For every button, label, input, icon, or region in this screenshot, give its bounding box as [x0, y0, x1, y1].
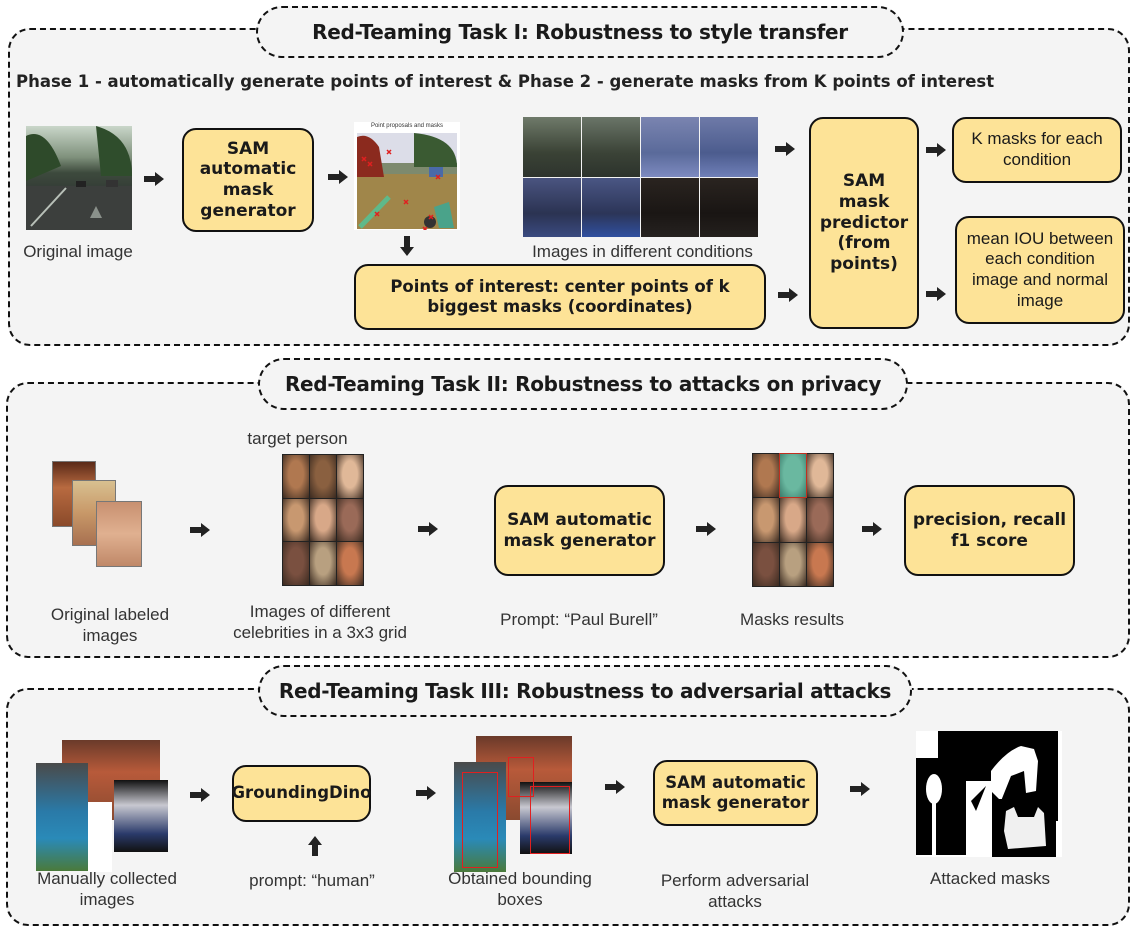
- face-tile: [807, 498, 833, 542]
- arrow-right-icon: [850, 782, 870, 796]
- prompt-label: Prompt: “Paul Burell”: [500, 610, 658, 629]
- face-tile: [310, 455, 336, 498]
- phase-description: Phase 1 - automatically generate points …: [16, 72, 995, 91]
- celebrity-grid: [282, 454, 364, 586]
- sam-automatic-mask-generator-box: SAM automatic mask generator: [653, 760, 818, 826]
- point-proposals-plot: Point proposals and masks: [354, 122, 460, 230]
- arrow-right-icon: [144, 172, 164, 186]
- precision-recall-f1-box: precision, recall f1 score: [904, 485, 1075, 576]
- original-image-caption: Original image: [23, 242, 133, 261]
- arrow-right-icon: [418, 522, 438, 536]
- collected-image-player: [36, 763, 88, 871]
- condition-image: [641, 117, 699, 177]
- labeled-face-image: [96, 501, 142, 567]
- bounding-box: [462, 772, 498, 868]
- masks-results-caption: Masks results: [740, 610, 844, 629]
- arrow-right-icon: [696, 522, 716, 536]
- k-masks-box: K masks for each condition: [952, 117, 1122, 183]
- face-tile: [310, 542, 336, 585]
- bounding-box: [530, 786, 570, 854]
- original-labeled-caption: Original labeled images: [50, 605, 170, 646]
- task2-title: Red-Teaming Task II: Robustness to attac…: [258, 358, 908, 410]
- face-tile: [337, 498, 363, 542]
- face-tile: [753, 454, 779, 498]
- target-person-label: target person: [247, 429, 348, 448]
- sam-automatic-mask-generator-box: SAM automatic mask generator: [182, 128, 314, 232]
- condition-images-grid: [523, 117, 758, 237]
- face-tile: [779, 452, 807, 499]
- arrow-right-icon: [926, 143, 946, 157]
- original-street-image: [26, 126, 132, 230]
- task1-title: Red-Teaming Task I: Robustness to style …: [256, 6, 904, 58]
- arrow-right-icon: [775, 142, 795, 156]
- condition-image: [523, 178, 581, 237]
- face-tile: [310, 498, 336, 542]
- arrow-up-icon: [308, 836, 322, 856]
- arrow-right-icon: [416, 786, 436, 800]
- face-tile: [337, 542, 363, 585]
- attacked-masks-caption: Attacked masks: [930, 869, 1050, 888]
- grounding-prompt-label: prompt: “human”: [249, 871, 375, 890]
- arrow-right-icon: [605, 780, 625, 794]
- face-tile: [283, 542, 309, 585]
- arrow-right-icon: [190, 788, 210, 802]
- plot-title: Point proposals and masks: [370, 123, 444, 129]
- bbox-image-goalkeeper: [520, 782, 572, 854]
- face-tile: [753, 542, 779, 586]
- sam-automatic-mask-generator-box: SAM automatic mask generator: [494, 485, 665, 576]
- sam-mask-predictor-box: SAM mask predictor (from points): [809, 117, 919, 329]
- face-tile: [283, 498, 309, 542]
- arrow-right-icon: [328, 170, 348, 184]
- arrow-right-icon: [926, 287, 946, 301]
- face-tile: [283, 455, 309, 498]
- face-tile: [807, 454, 833, 498]
- condition-image: [700, 178, 758, 237]
- face-tile: [780, 542, 806, 586]
- celebrity-grid-caption: Images of different celebrities in a 3x3…: [233, 602, 407, 643]
- mean-iou-box: mean IOU between each condition image an…: [955, 216, 1125, 324]
- arrow-right-icon: [778, 288, 798, 302]
- task3-title: Red-Teaming Task III: Robustness to adve…: [258, 665, 912, 717]
- face-tile: [753, 498, 779, 542]
- arrow-right-icon: [862, 522, 882, 536]
- conditions-caption: Images in different conditions: [532, 242, 753, 261]
- condition-image: [582, 178, 640, 237]
- masks-results-grid: [752, 452, 834, 587]
- condition-image: [700, 117, 758, 177]
- attacked-masks-image: [916, 731, 1062, 857]
- condition-image: [582, 117, 640, 177]
- condition-image: [641, 178, 699, 237]
- collected-image-goalkeeper: [114, 780, 168, 852]
- arrow-down-icon: [400, 236, 414, 256]
- bounding-boxes-caption: Obtained bounding boxes: [448, 869, 592, 910]
- adversarial-attacks-caption: Perform adversarial attacks: [660, 871, 810, 912]
- collected-image-white-patch: [88, 802, 112, 872]
- points-of-interest-box: Points of interest: center points of k b…: [354, 264, 766, 330]
- condition-image: [523, 117, 581, 177]
- face-tile: [807, 542, 833, 586]
- collected-images-caption: Manually collected images: [37, 869, 177, 910]
- arrow-right-icon: [190, 523, 210, 537]
- face-tile: [780, 498, 806, 542]
- face-tile: [337, 455, 363, 498]
- groundingdino-box: GroundingDino: [232, 765, 371, 822]
- bounding-box: [508, 757, 534, 797]
